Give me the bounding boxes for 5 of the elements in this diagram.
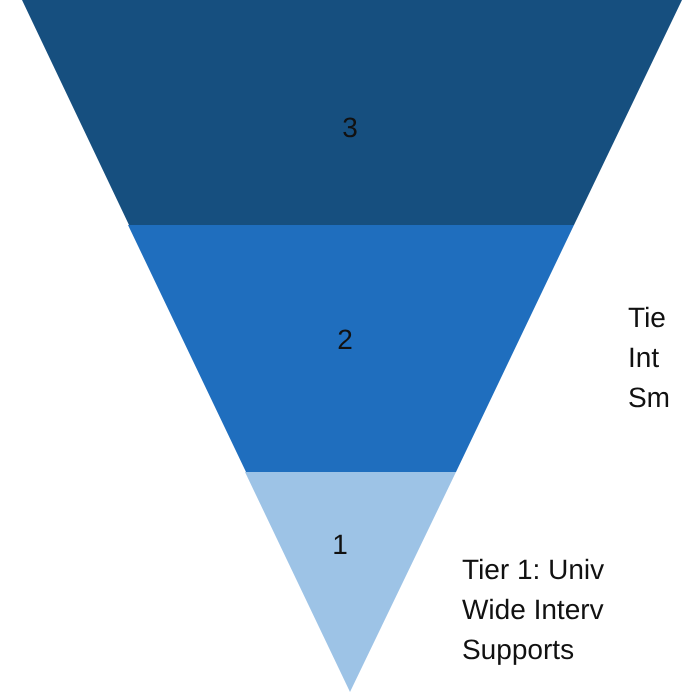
tier-description: Tier 1: Univ Wide Interv Supports [462,553,606,667]
tier-number: 2 [337,326,353,354]
tier-description: Tie Int Sm [628,301,671,415]
tier-number: 1 [332,531,348,559]
tier-number: 3 [342,114,358,142]
